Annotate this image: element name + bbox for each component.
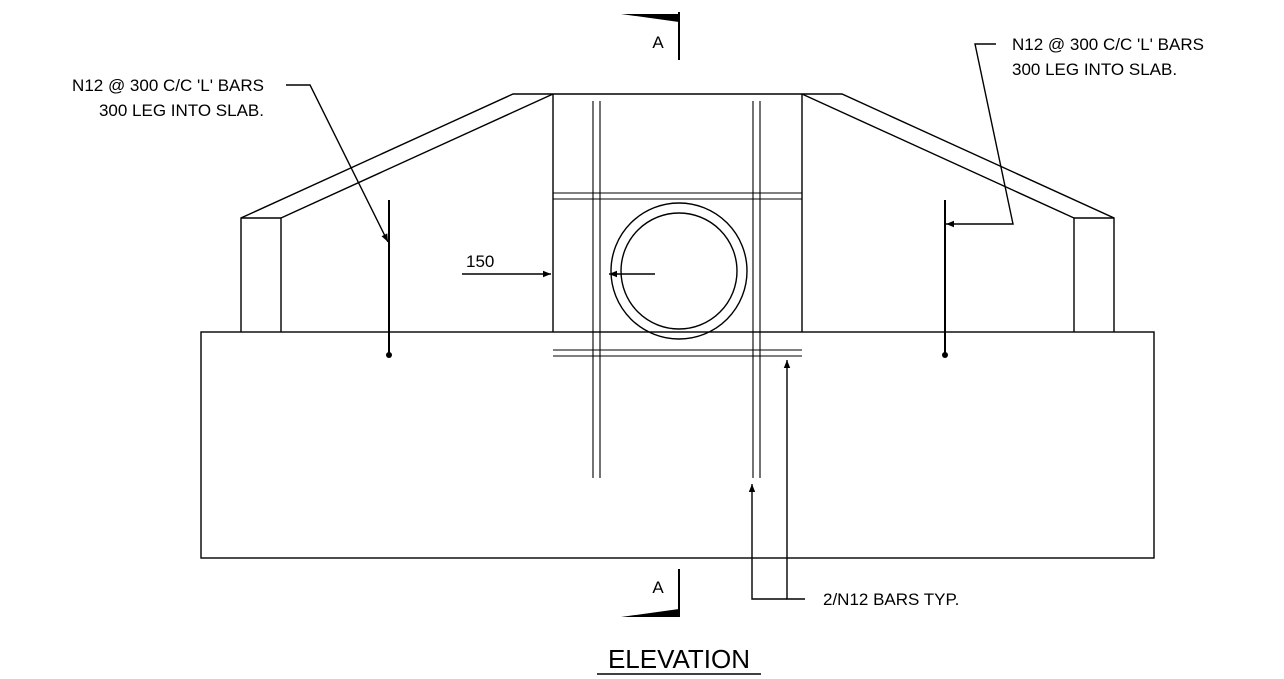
right-wing-wall [801,93,1115,332]
pipe [610,202,748,340]
bars-typ-leader [748,360,805,600]
cover-dimension-label: 150 [466,252,494,271]
bars-typ-label: 2/N12 BARS TYP. [823,590,959,609]
left-note-line2: 300 LEG INTO SLAB. [99,101,264,120]
section-mark-bottom [621,569,680,617]
base-slab [200,331,1155,559]
headwall [552,93,803,332]
right-note-leader [946,43,1014,228]
section-mark-top-label: A [652,33,664,52]
right-l-bar [942,200,948,358]
vertical-bars [592,101,761,478]
right-note-line2: 300 LEG INTO SLAB. [1012,60,1177,79]
left-l-bar [386,200,392,358]
drawing-title: ELEVATION [608,644,750,674]
left-note-line1: N12 @ 300 C/C 'L' BARS [72,76,264,95]
left-note-leader [286,84,389,243]
left-wing-wall [240,93,554,332]
section-mark-bottom-label: A [652,578,664,597]
right-note-line1: N12 @ 300 C/C 'L' BARS [1012,35,1204,54]
horizontal-bars [553,192,802,357]
section-mark-top [621,12,680,60]
